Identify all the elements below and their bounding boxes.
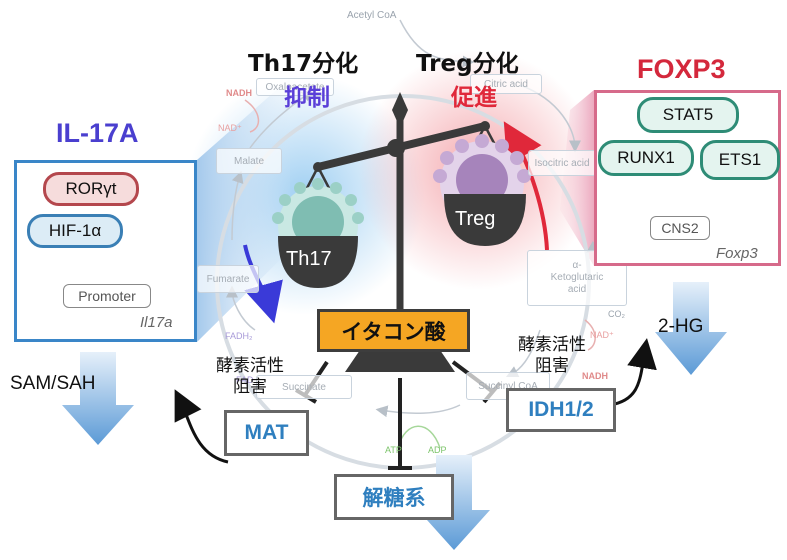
- nadh-label: NADH: [226, 88, 252, 98]
- fadh2-label: FADH₂: [225, 331, 253, 341]
- co2-label: CO₂: [608, 309, 625, 319]
- th17-pan-label: Th17: [286, 248, 332, 270]
- treg-differentiation-title: Treg分化: [416, 51, 519, 77]
- idh12-enzyme-box: IDH1/2: [506, 388, 616, 432]
- il17a-gene-label: Il17a: [140, 314, 173, 331]
- left-enzyme-inhibition-note: 酵素活性 阻害: [216, 356, 284, 397]
- ets1-pill: ETS1: [700, 140, 780, 180]
- glycolysis-box: 解糖系: [334, 474, 454, 520]
- promoter-box: Promoter: [63, 284, 151, 308]
- atp-label: ATP: [385, 445, 402, 455]
- sam-sah-label: SAM/SAH: [10, 373, 96, 394]
- il17a-title: IL-17A: [56, 118, 139, 148]
- succinate-box: Succinate: [256, 375, 352, 399]
- fumarate-box: Fumarate: [197, 265, 259, 293]
- adp-label: ADP: [428, 445, 447, 455]
- citrate-box: Citric acid: [470, 74, 542, 94]
- itaconate-box: イタコン酸: [317, 309, 470, 352]
- alpha-kg-box: α- Ketoglutaric acid: [527, 250, 627, 306]
- th17-suppression-label: 抑制: [284, 85, 330, 111]
- th17-differentiation-title: Th17分化: [248, 51, 359, 77]
- acetyl-coa-label: Acetyl CoA: [347, 10, 397, 21]
- treg-promotion-label: 促進: [451, 85, 497, 111]
- foxp3-title: FOXP3: [637, 54, 726, 84]
- treg-pan-label: Treg: [455, 208, 496, 230]
- stat5-pill: STAT5: [637, 97, 739, 133]
- mat-enzyme-box: MAT: [224, 410, 309, 456]
- isocitrate-box: Isocitric acid: [528, 150, 596, 176]
- fad-label: FAD: [236, 375, 254, 385]
- 2hg-label: 2-HG: [658, 316, 704, 337]
- nadh-label-2: NADH: [582, 371, 608, 381]
- cns2-box: CNS2: [650, 216, 710, 240]
- right-enzyme-inhibition-note: 酵素活性 阻害: [518, 335, 586, 376]
- oxaloacetate-box: Oxaloacetate: [256, 78, 334, 96]
- hif1a-pill: HIF-1α: [27, 214, 123, 248]
- nad-label: NAD⁺: [218, 123, 242, 133]
- foxp3-gene-label: Foxp3: [716, 245, 758, 262]
- malate-box: Malate: [216, 148, 282, 174]
- runx1-pill: RUNX1: [598, 140, 694, 176]
- ror-gamma-t-pill: RORγt: [43, 172, 139, 206]
- nad-label-2: NAD⁺: [590, 330, 614, 340]
